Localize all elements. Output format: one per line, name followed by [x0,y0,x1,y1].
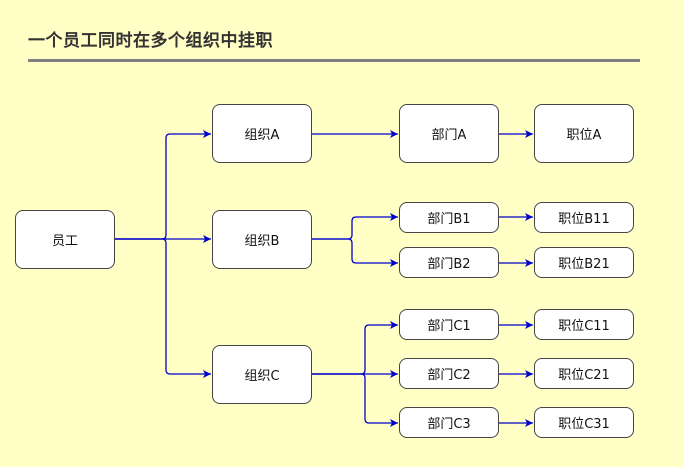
node-org-a[interactable]: 组织A [212,104,312,163]
node-dept-c2[interactable]: 部门C2 [399,358,499,389]
node-org-b[interactable]: 组织B [212,210,312,269]
node-pos-c31[interactable]: 职位C31 [534,407,634,438]
node-dept-b1[interactable]: 部门B1 [399,202,499,233]
diagram-title: 一个员工同时在多个组织中挂职 [28,31,273,51]
edge-employee-org-c [115,238,211,378]
edge-org-b-dept-b2 [312,238,398,267]
edge-org-c-dept-c3 [312,373,398,427]
edge-org-c-dept-c1 [312,321,398,375]
edge-org-b-dept-b1 [312,213,398,240]
node-dept-c3[interactable]: 部门C3 [399,407,499,438]
edge-employee-org-a [115,130,211,240]
node-dept-b2[interactable]: 部门B2 [399,247,499,278]
node-pos-a[interactable]: 职位A [534,104,634,163]
node-pos-b21[interactable]: 职位B21 [534,247,634,278]
node-pos-b11[interactable]: 职位B11 [534,202,634,233]
node-dept-a[interactable]: 部门A [399,104,499,163]
node-employee[interactable]: 员工 [15,210,115,269]
title-underline [28,59,640,62]
node-pos-c11[interactable]: 职位C11 [534,309,634,340]
node-dept-c1[interactable]: 部门C1 [399,309,499,340]
node-org-c[interactable]: 组织C [212,345,312,404]
node-pos-c21[interactable]: 职位C21 [534,358,634,389]
